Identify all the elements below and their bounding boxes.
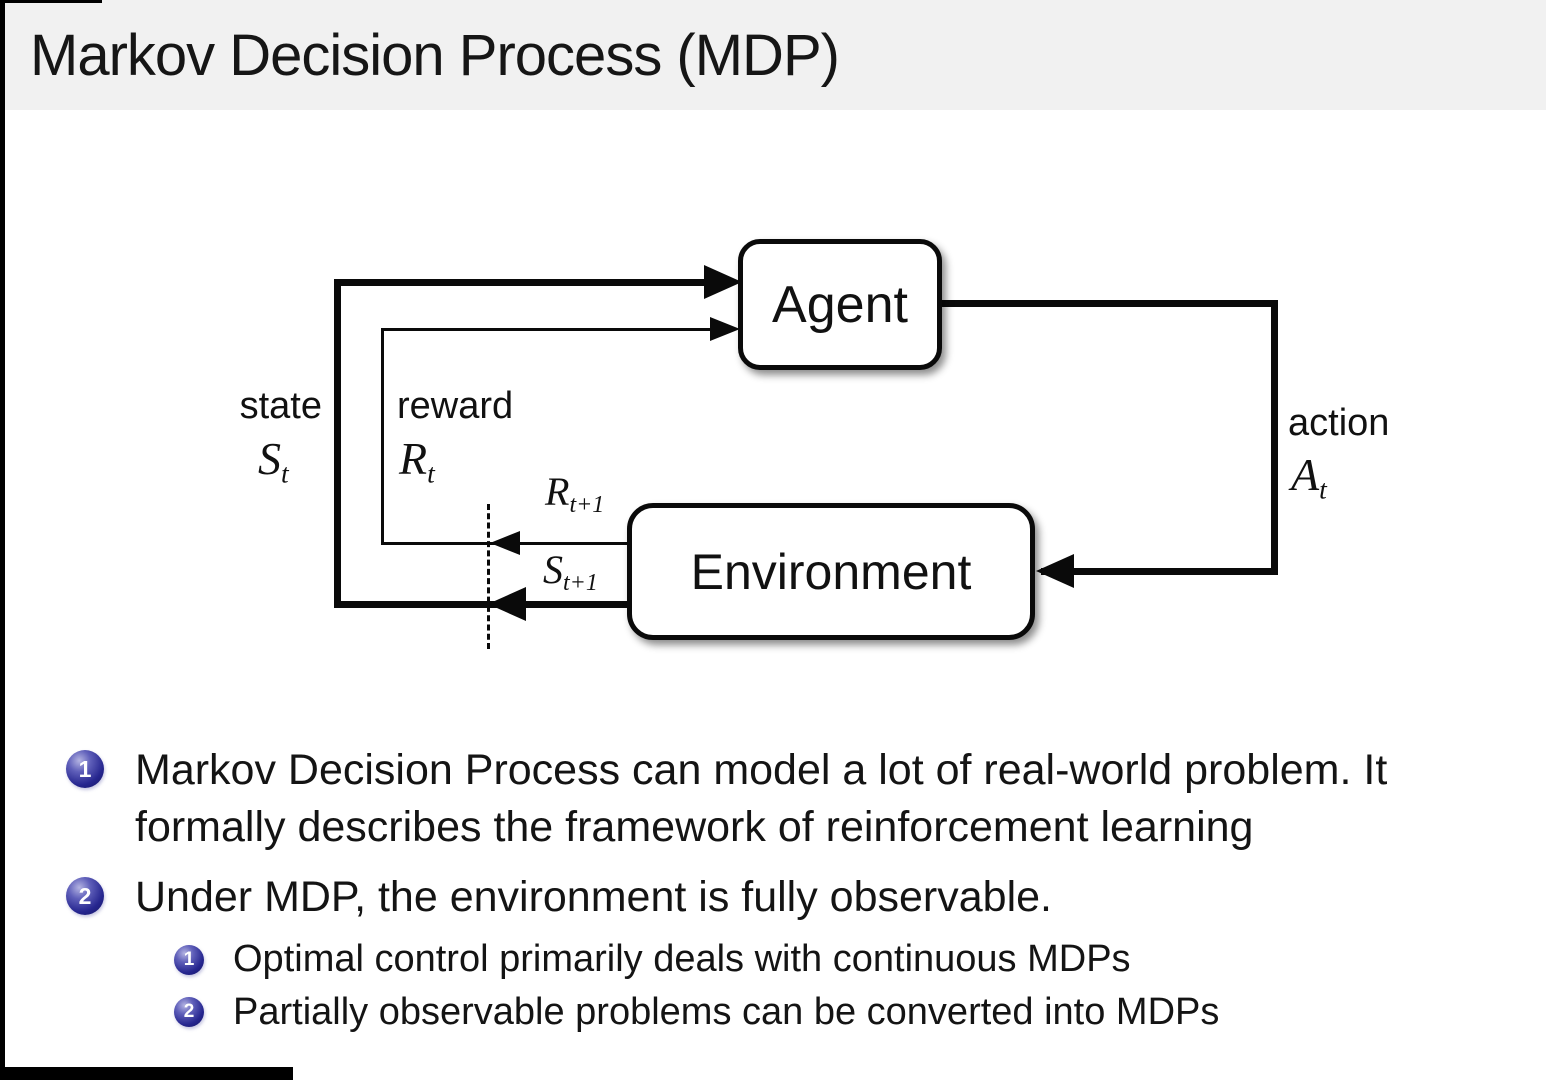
action-line-top	[938, 300, 1278, 307]
sub-bullet-1-text: Optimal control primarily deals with con…	[233, 938, 1131, 980]
bullet-1-line-2: formally describes the framework of rein…	[135, 803, 1254, 851]
reward-symbol: Rt	[399, 433, 435, 489]
title-bar: Markov Decision Process (MDP)	[0, 0, 1546, 110]
scan-artifact-top-edge	[0, 0, 102, 3]
agent-node: Agent	[738, 239, 942, 370]
sub-enumeration-ball-2: 2	[174, 997, 204, 1027]
state-line-top	[334, 279, 706, 286]
reward-label: reward	[397, 385, 514, 427]
environment-node: Environment	[627, 503, 1035, 640]
bullet-2-line-1: Under MDP, the environment is fully obse…	[135, 873, 1052, 921]
next-reward-symbol: Rt+1	[545, 469, 605, 519]
sub-bullet-2-text: Partially observable problems can be con…	[233, 991, 1220, 1033]
next-state-arrowhead-icon	[488, 587, 526, 621]
reward-line-top	[381, 328, 712, 331]
state-symbol: St	[258, 433, 289, 489]
action-line-vertical	[1271, 300, 1278, 575]
enumeration-ball-2: 2	[66, 877, 104, 915]
next-state-symbol: St+1	[543, 547, 598, 597]
action-line-bottom	[1041, 568, 1278, 575]
action-symbol: At	[1291, 449, 1327, 505]
next-reward-arrowhead-icon	[490, 531, 520, 555]
state-line-vertical	[334, 279, 341, 608]
state-into-agent-arrowhead-icon	[704, 265, 742, 299]
enumeration-ball-1: 1	[66, 750, 104, 788]
time-step-divider	[487, 504, 490, 649]
action-into-environment-arrowhead-icon	[1036, 554, 1074, 588]
environment-label: Environment	[690, 543, 972, 600]
scan-artifact-bottom-edge	[0, 1067, 293, 1080]
reward-line-vertical	[381, 328, 384, 545]
bullet-1-line-1: Markov Decision Process can model a lot …	[135, 746, 1388, 794]
reward-into-agent-arrowhead-icon	[710, 317, 740, 341]
agent-label: Agent	[772, 275, 908, 334]
state-line-bottom	[334, 601, 627, 608]
state-label: state	[239, 385, 322, 427]
action-label: action	[1288, 402, 1390, 444]
scan-artifact-left-edge	[0, 0, 5, 1080]
slide-title: Markov Decision Process (MDP)	[30, 23, 840, 88]
sub-enumeration-ball-1: 1	[174, 945, 204, 975]
